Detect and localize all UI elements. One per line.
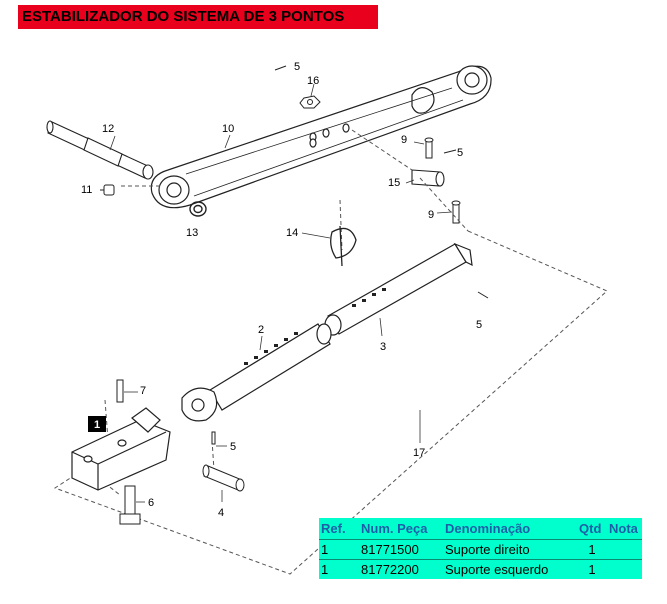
part-4-pin: [202, 431, 245, 492]
parts-table: Ref. Num. Peça Denominação Qtd Nota 1 81…: [319, 518, 642, 579]
assembly-17-outline: [53, 230, 608, 575]
header-note: Nota: [609, 521, 638, 536]
part-16-nut: [299, 95, 321, 109]
cell-ref: 1: [319, 559, 355, 579]
callout-11: 11: [81, 184, 92, 196]
callout-5-right: 5: [476, 319, 482, 331]
cell-description: Suporte direito: [443, 539, 577, 560]
callout-10: 10: [222, 123, 234, 135]
callout-13: 13: [186, 227, 198, 239]
cell-description: Suporte esquerdo: [443, 559, 577, 579]
callout-5-lower: 5: [230, 441, 236, 453]
part-10-link-bar: [150, 65, 492, 209]
callout-leaders: [109, 83, 453, 503]
header-description: Denominação: [445, 521, 531, 536]
callout-12: 12: [102, 123, 114, 135]
header-ref: Ref.: [321, 521, 346, 536]
cell-ref: 1: [319, 539, 355, 560]
part-14-clip: [330, 225, 357, 267]
part-2-inner-tube: [181, 323, 332, 422]
leader-lines: [87, 129, 469, 496]
part-15-pin: [411, 169, 445, 187]
part-11-fitting: [100, 184, 115, 196]
callout-7: 7: [140, 385, 146, 397]
part-5-split-pins: [274, 65, 489, 299]
callout-2: 2: [258, 324, 264, 336]
part-3-outer-tube: [324, 242, 473, 336]
header-part-number: Num. Peça: [361, 521, 428, 536]
callout-17: 17: [413, 447, 425, 459]
cell-qty: 1: [577, 559, 607, 579]
table-row: 1 81771500 Suporte direito 1: [319, 539, 642, 560]
diagram-title: ESTABILIZADOR DO SISTEMA DE 3 PONTOS: [18, 5, 378, 29]
callout-labels: 1 2 3 4 5 5 5 5 6 7 9 9 10 11 12 13 14 1…: [81, 61, 482, 519]
table-header-row: Ref. Num. Peça Denominação Qtd Nota: [319, 518, 642, 540]
part-6-bolt: [119, 485, 141, 525]
header-qty: Qtd: [579, 521, 602, 536]
callout-4: 4: [218, 507, 224, 519]
part-13-washer: [189, 201, 207, 217]
callout-15: 15: [388, 177, 400, 189]
cell-part-number: 81771500: [355, 539, 443, 560]
callout-16: 16: [307, 75, 319, 87]
part-12-shaft: [46, 120, 154, 180]
callout-6: 6: [148, 497, 154, 509]
part-7-roll-pin: [116, 379, 124, 403]
part-1-bracket: [71, 407, 171, 491]
callout-9-upper: 9: [401, 134, 407, 146]
table-row: 1 81772200 Suporte esquerdo 1: [319, 559, 642, 579]
cell-part-number: 81772200: [355, 559, 443, 579]
callout-1-box: [88, 416, 106, 432]
callout-5-top: 5: [294, 61, 300, 73]
callout-5-upper-right: 5: [457, 147, 463, 159]
callout-1: 1: [94, 419, 100, 431]
part-9-pins: [424, 137, 461, 224]
callout-14: 14: [286, 227, 298, 239]
cell-note: [607, 559, 642, 579]
callout-9-lower: 9: [428, 209, 434, 221]
cell-note: [607, 539, 642, 560]
retaining-clip: [411, 87, 435, 114]
cell-qty: 1: [577, 539, 607, 560]
callout-3: 3: [380, 341, 386, 353]
